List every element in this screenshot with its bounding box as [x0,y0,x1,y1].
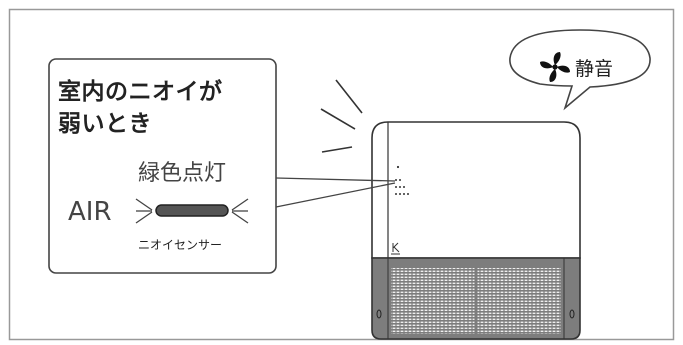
callout-title: 室内のニオイが 弱いとき [58,76,258,140]
quiet-mode-label: 静音 [575,58,614,80]
indicator-glow-right [231,198,249,224]
indicator-glow-left [135,198,153,224]
callout-title-line1: 室内のニオイが [58,79,223,105]
brand-logo [391,242,400,255]
outer-frame [8,8,675,341]
callout-box [48,58,277,274]
callout-pointer [275,177,396,208]
sensor-indicator-bar [155,204,229,217]
callout-title-line2: 弱いとき [58,111,152,137]
device-indicator-dots [395,165,409,195]
indicator-status-label: 緑色点灯 [138,161,227,186]
air-label: AIR [68,197,112,227]
emphasis-lines [320,79,363,153]
speech-bubble [509,29,651,111]
fan-icon [540,52,570,82]
air-purifier-device [371,121,581,340]
odor-sensor-label: ニオイセンサー [138,238,223,252]
